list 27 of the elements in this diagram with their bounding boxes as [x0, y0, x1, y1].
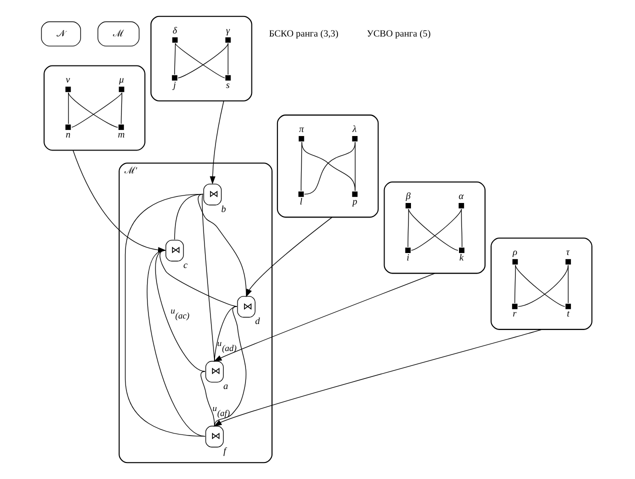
label: БСКО ранга (3,3): [268, 29, 338, 40]
node-label: l: [299, 197, 302, 208]
node-label: ν: [65, 76, 70, 86]
node-label: ρ: [512, 248, 517, 258]
node-label: γ: [226, 26, 230, 36]
node-label: μ: [118, 76, 124, 86]
node-label: a: [222, 382, 228, 392]
node-label: k: [458, 254, 464, 264]
node-label: c: [182, 261, 188, 272]
node-label: p: [352, 197, 357, 208]
node-label: τ: [566, 248, 570, 258]
node-label: β: [405, 192, 410, 202]
node-label: α: [458, 192, 464, 202]
node-label: t: [566, 310, 570, 320]
node-label: d: [254, 317, 260, 328]
node-label: s: [226, 81, 230, 92]
label: УСВО ранга (5): [366, 29, 430, 40]
node-label: λ: [352, 125, 356, 136]
node-label: r: [512, 310, 516, 320]
node-label: i: [406, 254, 409, 264]
node-label: m: [117, 130, 124, 141]
node-label: j: [172, 81, 176, 92]
node-label: δ: [172, 26, 177, 36]
node-label: π: [298, 125, 304, 136]
node-label: b: [220, 204, 226, 215]
node-label: n: [65, 130, 70, 141]
node-label: f: [222, 447, 226, 458]
